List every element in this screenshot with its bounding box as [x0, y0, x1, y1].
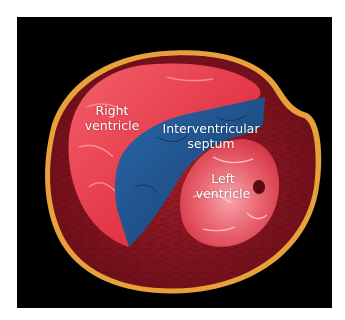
label-left-ventricle: Left ventricle [193, 171, 253, 201]
heart-cross-section-figure: Right ventricle Interventricular septum … [17, 17, 332, 308]
label-right-ventricle: Right ventricle [77, 103, 147, 133]
label-interventricular-septum: Interventricular septum [153, 121, 269, 151]
heart-cross-section [17, 17, 332, 308]
papillary-muscle [253, 180, 265, 194]
